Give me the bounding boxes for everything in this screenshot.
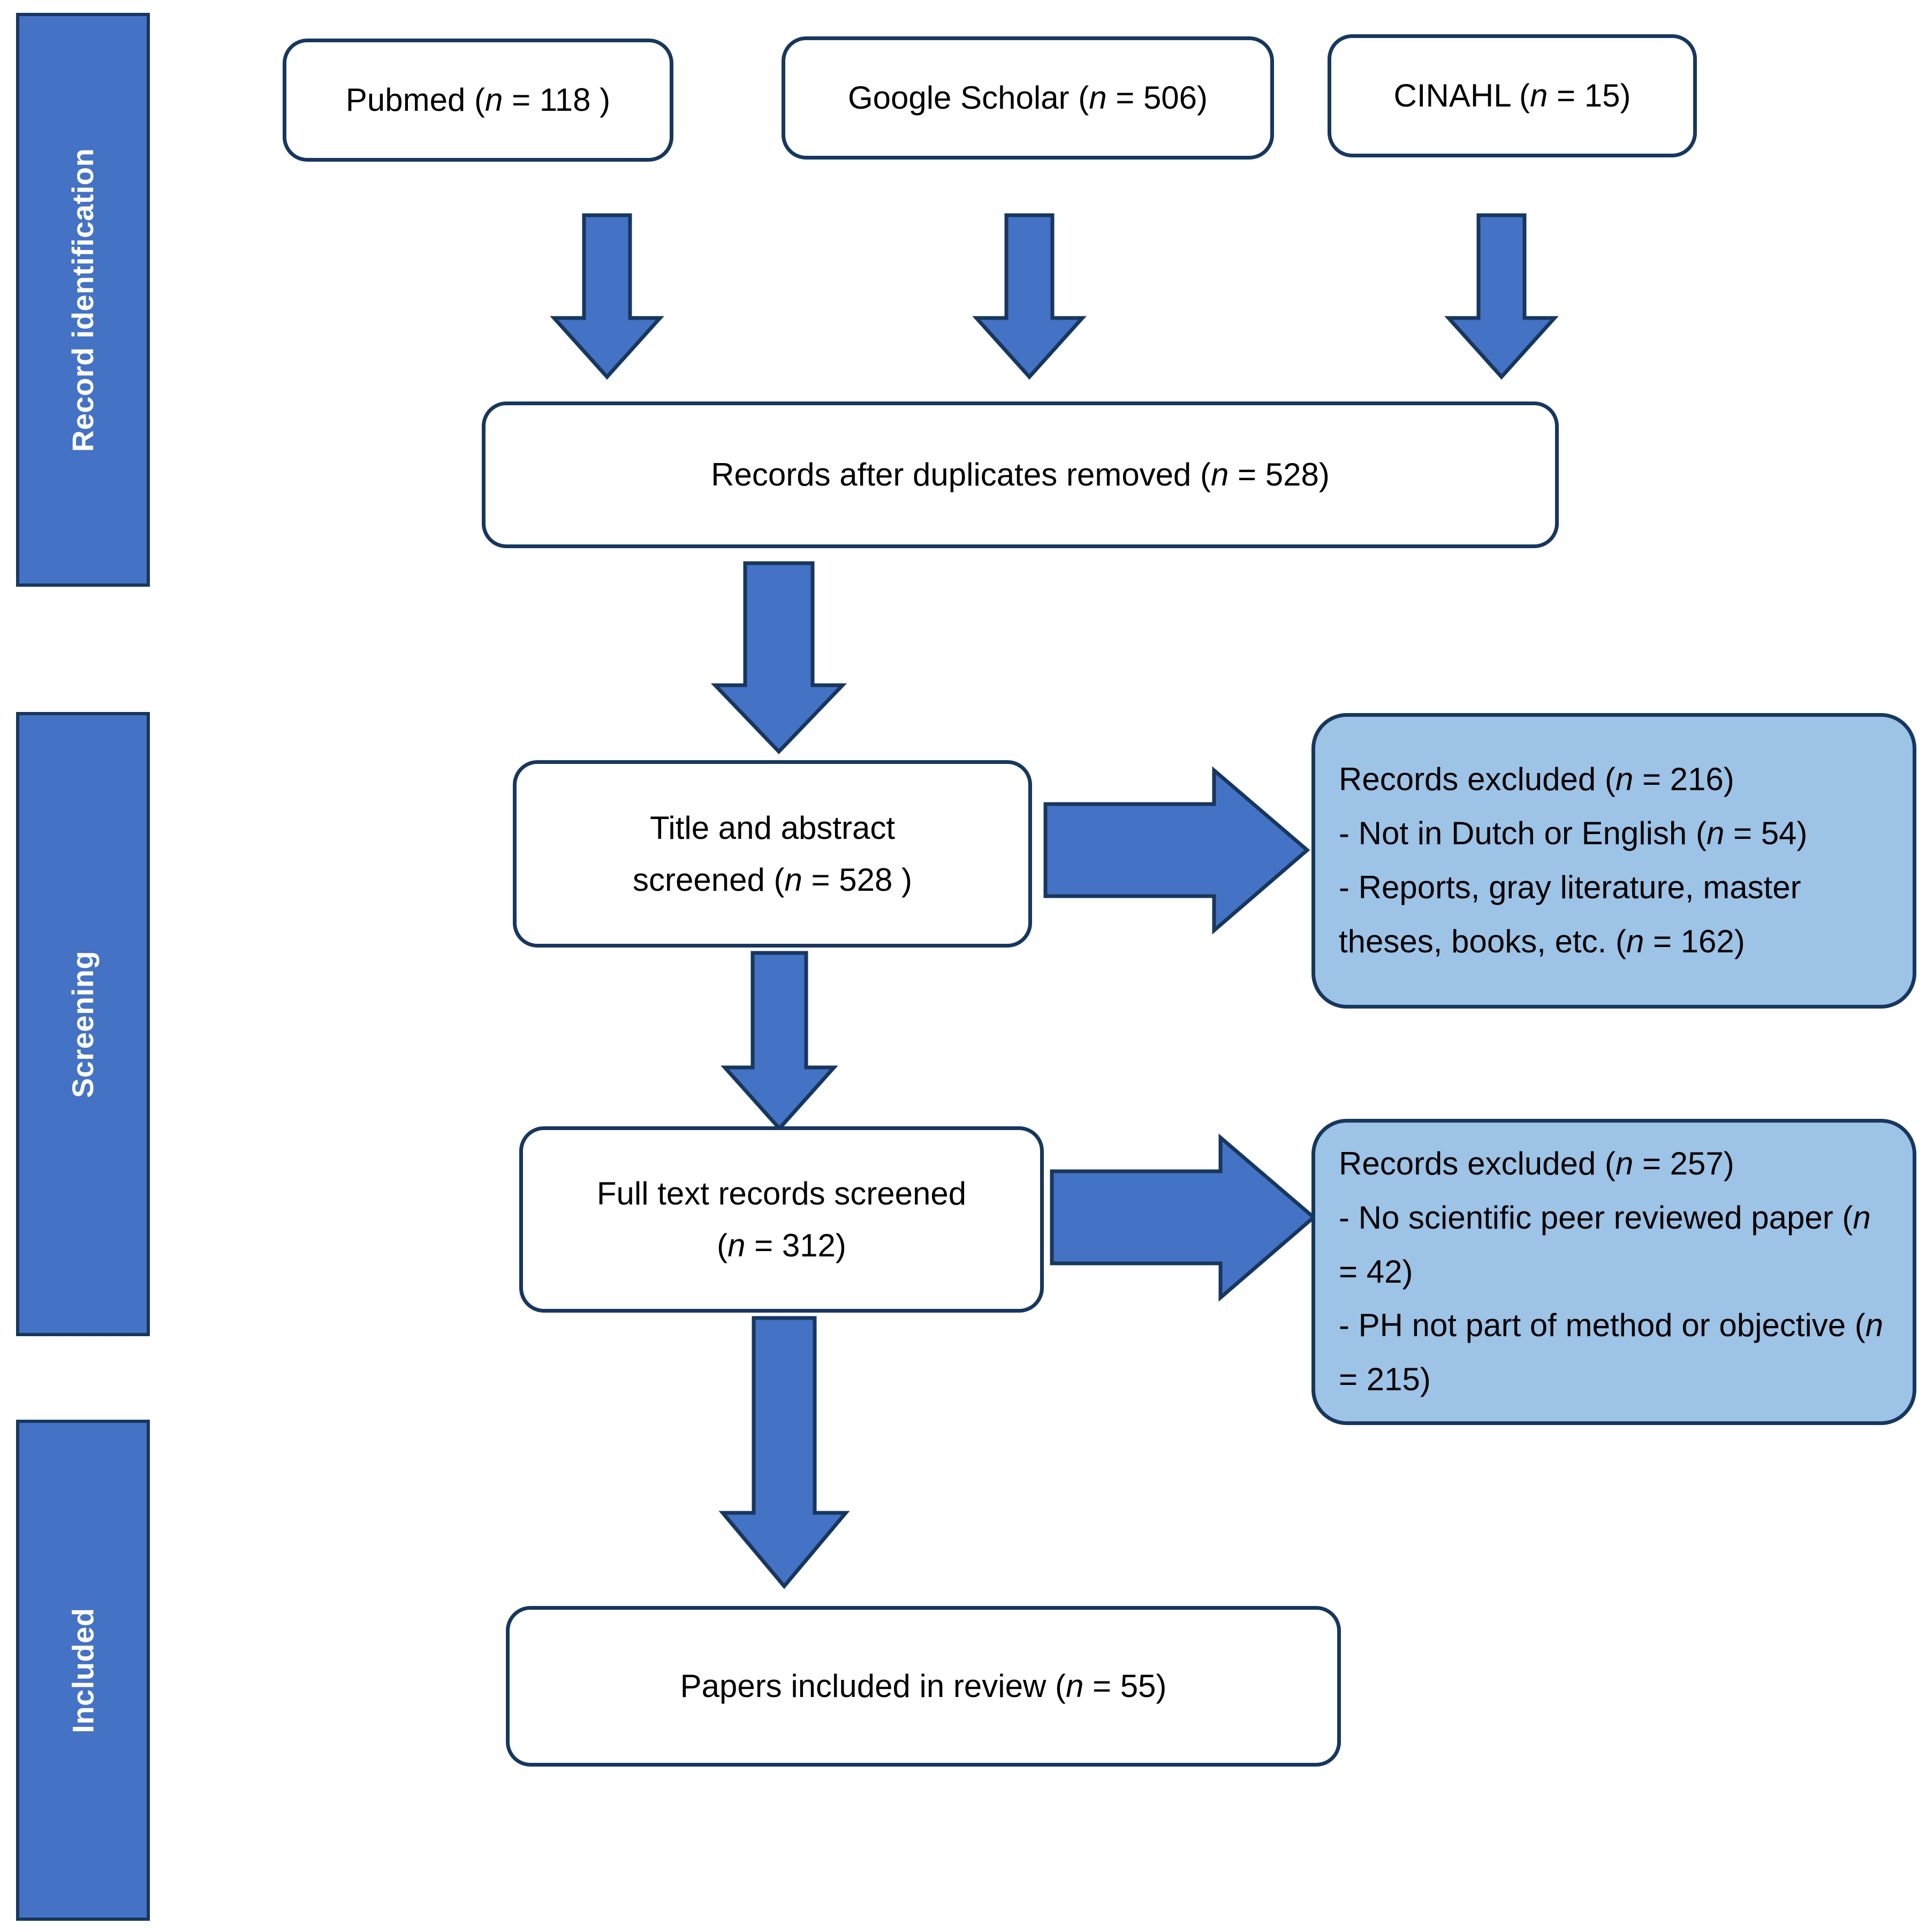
arrow-duplicates-to-title-abstract (710, 561, 847, 755)
arrow-title-abstract-to-records-excluded (1043, 766, 1310, 935)
source-box-google-scholar[interactable]: Google Scholar (n = 506) (782, 36, 1274, 160)
node-papers-included-in-review-label: Papers included in review (n = 55) (680, 1668, 1167, 1704)
arrow-title-abstract-to-full-text (721, 951, 838, 1132)
arrow-google-scholar-to-duplicates (972, 213, 1087, 380)
node-records-after-duplicates-removed-label: Records after duplicates removed (n = 52… (711, 457, 1330, 493)
stage-label-record-identification: Record identification (66, 148, 100, 452)
source-box-pubmed[interactable]: Pubmed (n = 118 ) (283, 39, 673, 162)
excluded-box-screening-text: Records excluded (n = 216)- Not in Dutch… (1339, 761, 1808, 959)
source-box-pubmed-label: Pubmed (n = 118 ) (345, 82, 611, 118)
arrow-cinahl-to-duplicates (1444, 213, 1559, 380)
stage-label-screening: Screening (66, 950, 100, 1098)
arrow-pubmed-to-duplicates (550, 213, 664, 380)
node-records-after-duplicates-removed[interactable]: Records after duplicates removed (n = 52… (482, 401, 1559, 548)
source-box-cinahl[interactable]: CINAHL (n = 15) (1328, 34, 1697, 157)
stage-bar-included: Included (16, 1420, 150, 1921)
stage-label-included: Included (66, 1607, 100, 1733)
stage-bar-screening: Screening (16, 712, 150, 1336)
stage-bar-record-identification: Record identification (16, 13, 150, 587)
arrow-full-text-to-records-excluded (1050, 1133, 1317, 1302)
arrow-full-text-to-papers-included (718, 1316, 850, 1589)
excluded-box-screening[interactable]: Records excluded (n = 216)- Not in Dutch… (1311, 713, 1916, 1009)
excluded-box-fulltext[interactable]: Records excluded (n = 257)- No scientifi… (1311, 1119, 1916, 1425)
source-box-google-scholar-label: Google Scholar (n = 506) (847, 80, 1208, 116)
node-full-text-records-screened-label: Full text records screened(n = 312) (596, 1175, 967, 1263)
node-full-text-records-screened[interactable]: Full text records screened(n = 312) (519, 1126, 1044, 1313)
node-papers-included-in-review[interactable]: Papers included in review (n = 55) (506, 1606, 1341, 1767)
excluded-box-fulltext-text: Records excluded (n = 257)- No scientifi… (1339, 1146, 1884, 1398)
source-box-cinahl-label: CINAHL (n = 15) (1393, 78, 1631, 113)
